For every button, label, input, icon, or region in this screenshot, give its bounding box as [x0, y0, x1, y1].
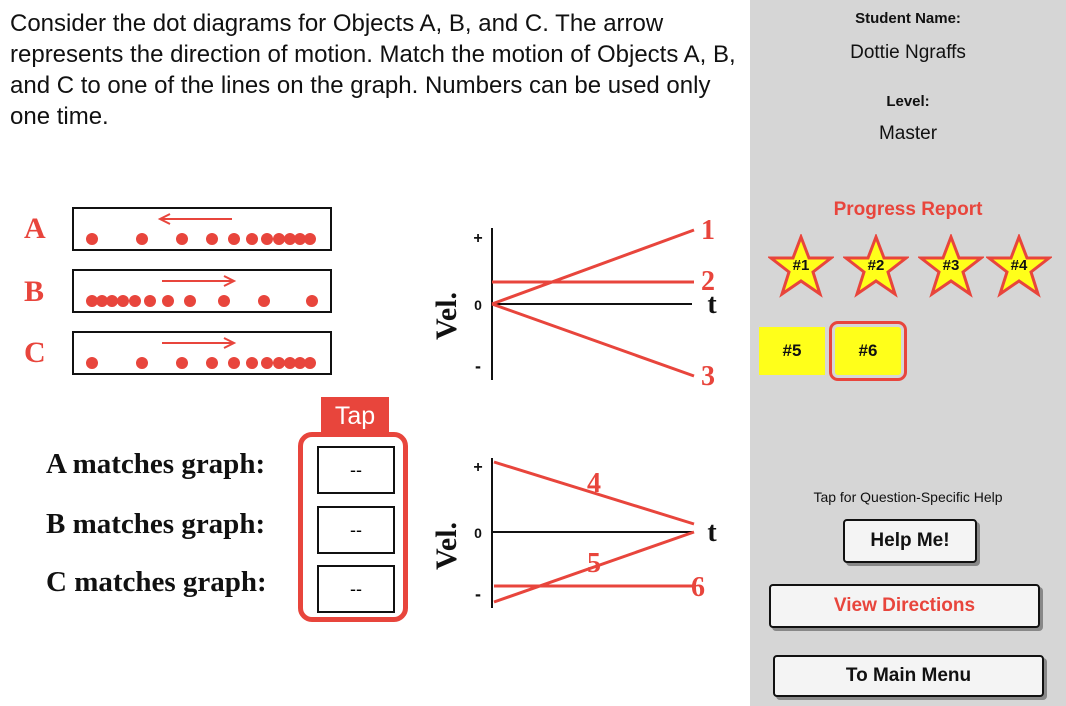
tap-answer-frame[interactable] — [298, 432, 408, 622]
velocity-graph-top: Vel. + 0 - t 1 2 3 — [430, 215, 717, 392]
question-text: Consider the dot diagrams for Objects A,… — [10, 10, 736, 130]
help-prompt: Tap for Question-Specific Help — [813, 489, 1003, 505]
progress-star-1-label: #1 — [792, 257, 810, 274]
graph-line-3-label: 3 — [701, 361, 715, 392]
progress-item-6[interactable]: #6 — [829, 321, 907, 381]
top-graph-t-label: t — [707, 289, 717, 320]
sidebar: Student Name: Dottie Ngraffs Level: Mast… — [750, 0, 1066, 706]
top-graph-zero: 0 — [474, 297, 482, 313]
top-graph-minus: - — [475, 356, 481, 376]
level-value: Master — [878, 123, 938, 144]
dot-diagram-c-drawing — [86, 337, 316, 369]
student-name: Dottie Ngraffs — [850, 42, 966, 63]
progress-star-2-label: #2 — [867, 257, 885, 274]
graph-line-4-label: 4 — [587, 468, 601, 499]
object-a-label: A — [24, 212, 46, 245]
object-c-label: C — [24, 336, 46, 369]
star-icon — [984, 232, 1054, 298]
dot-diagram-b — [72, 269, 332, 313]
star-icon — [916, 232, 986, 298]
star-icon — [766, 232, 836, 298]
dot-diagram-a — [72, 207, 332, 251]
dot-diagram-c — [72, 331, 332, 375]
a-match-label: A matches graph: — [46, 448, 266, 480]
graph-line-2-label: 2 — [701, 266, 715, 297]
graph-line-3 — [491, 302, 695, 378]
a-answer-field[interactable]: -- — [317, 446, 395, 494]
graph-line-5 — [493, 530, 695, 604]
view-directions-button[interactable]: View Directions — [769, 584, 1040, 628]
dot-diagram-a-drawing — [86, 213, 316, 245]
bottom-graph-plus: + — [473, 459, 482, 476]
dot-diagram-b-drawing — [86, 275, 318, 307]
main-menu-button[interactable]: To Main Menu — [773, 655, 1044, 697]
graph-line-4 — [493, 460, 695, 526]
top-graph-y-label: Vel. — [430, 292, 463, 340]
graph-line-1 — [491, 228, 695, 306]
level-label: Level: — [886, 93, 930, 110]
bottom-graph-minus: - — [475, 584, 481, 604]
bottom-graph-t-label: t — [707, 517, 717, 548]
object-b-label: B — [24, 275, 45, 308]
progress-star-3[interactable]: #3 — [916, 232, 986, 300]
c-match-label: C matches graph: — [46, 566, 267, 598]
graph-line-6-label: 6 — [691, 572, 705, 603]
student-name-label: Student Name: — [855, 10, 961, 27]
tap-tab[interactable]: Tap — [321, 397, 389, 435]
progress-item-5[interactable]: #5 — [759, 327, 825, 375]
graph-line-1-label: 1 — [701, 215, 715, 246]
progress-star-2[interactable]: #2 — [841, 232, 911, 300]
progress-star-3-label: #3 — [942, 257, 960, 274]
bottom-graph-zero: 0 — [474, 525, 482, 541]
help-me-button[interactable]: Help Me! — [843, 519, 977, 563]
progress-report-title: Progress Report — [833, 199, 983, 220]
velocity-graph-bottom: Vel. + 0 - t 4 5 6 — [430, 458, 717, 608]
top-graph-plus: + — [473, 230, 482, 247]
progress-star-4-label: #4 — [1010, 257, 1028, 274]
b-answer-field[interactable]: -- — [317, 506, 395, 554]
progress-star-4[interactable]: #4 — [984, 232, 1054, 300]
graph-line-5-label: 5 — [587, 548, 601, 579]
star-icon — [841, 232, 911, 298]
question-panel: Consider the dot diagrams for Objects A,… — [10, 10, 736, 622]
c-answer-field[interactable]: -- — [317, 565, 395, 613]
bottom-graph-y-label: Vel. — [430, 522, 463, 570]
b-match-label: B matches graph: — [46, 508, 266, 540]
progress-star-1[interactable]: #1 — [766, 232, 836, 300]
